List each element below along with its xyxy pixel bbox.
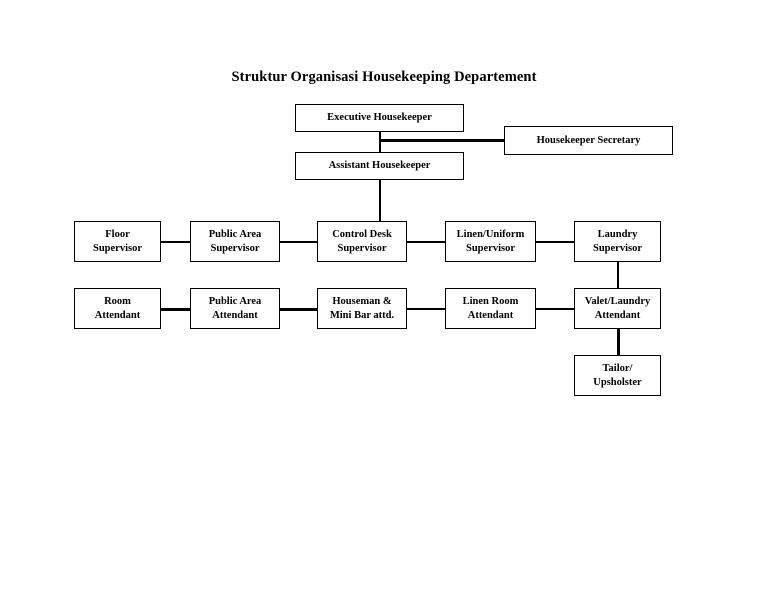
node-label-public-area-attendant: Public Area Attendant [208, 296, 262, 321]
node-label-assistant-housekeeper: Assistant Housekeeper [328, 160, 431, 172]
connector-valet-to-tailor [617, 329, 620, 355]
connector-public-area-to-control-desk-sup [280, 241, 317, 243]
node-laundry-supervisor[interactable]: Laundry Supervisor [574, 221, 661, 262]
connector-exec-branch-to-secretary [379, 139, 505, 142]
node-label-control-desk-supervisor: Control Desk Supervisor [332, 229, 392, 254]
node-label-tailor-upsholster: Tailor/ Upsholster [593, 363, 642, 388]
connector-floor-to-public-area-sup [161, 241, 190, 243]
connector-laundry-sup-to-valet-attendant [617, 262, 619, 288]
connector-assistant-to-control-desk [379, 180, 381, 221]
node-executive-housekeeper[interactable]: Executive Housekeeper [295, 104, 464, 132]
node-public-area-attendant[interactable]: Public Area Attendant [190, 288, 280, 329]
node-label-linen-uniform-supervisor: Linen/Uniform Supervisor [456, 229, 525, 254]
node-label-housekeeper-secretary: Housekeeper Secretary [536, 134, 641, 146]
connector-public-area-to-houseman-att [280, 308, 317, 311]
node-assistant-housekeeper[interactable]: Assistant Housekeeper [295, 152, 464, 180]
node-tailor-upsholster[interactable]: Tailor/ Upsholster [574, 355, 661, 396]
page-title: Struktur Organisasi Housekeeping Departe… [231, 69, 537, 85]
node-label-houseman-mini-bar-attendant: Houseman & Mini Bar attd. [329, 296, 395, 321]
node-label-executive-housekeeper: Executive Housekeeper [327, 112, 432, 124]
node-control-desk-supervisor[interactable]: Control Desk Supervisor [317, 221, 407, 262]
connector-linen-room-to-valet-att [536, 308, 574, 310]
node-valet-laundry-attendant[interactable]: Valet/Laundry Attendant [574, 288, 661, 329]
node-floor-supervisor[interactable]: Floor Supervisor [74, 221, 161, 262]
connector-room-to-public-area-att [161, 308, 190, 311]
node-label-linen-room-attendant: Linen Room Attendant [462, 296, 519, 321]
connector-control-desk-to-linen-uniform-sup [407, 241, 445, 243]
connector-houseman-to-linen-room-att [407, 308, 445, 310]
node-label-laundry-supervisor: Laundry Supervisor [592, 229, 642, 254]
node-room-attendant[interactable]: Room Attendant [74, 288, 161, 329]
connector-linen-uniform-to-laundry-sup [536, 241, 574, 243]
connector-exec-to-assistant [379, 132, 381, 152]
node-housekeeper-secretary[interactable]: Housekeeper Secretary [504, 126, 673, 155]
node-linen-uniform-supervisor[interactable]: Linen/Uniform Supervisor [445, 221, 536, 262]
node-public-area-supervisor[interactable]: Public Area Supervisor [190, 221, 280, 262]
node-label-valet-laundry-attendant: Valet/Laundry Attendant [584, 296, 651, 321]
node-linen-room-attendant[interactable]: Linen Room Attendant [445, 288, 536, 329]
node-label-public-area-supervisor: Public Area Supervisor [208, 229, 262, 254]
node-label-room-attendant: Room Attendant [94, 296, 141, 321]
node-label-floor-supervisor: Floor Supervisor [92, 229, 142, 254]
node-houseman-mini-bar-attendant[interactable]: Houseman & Mini Bar attd. [317, 288, 407, 329]
